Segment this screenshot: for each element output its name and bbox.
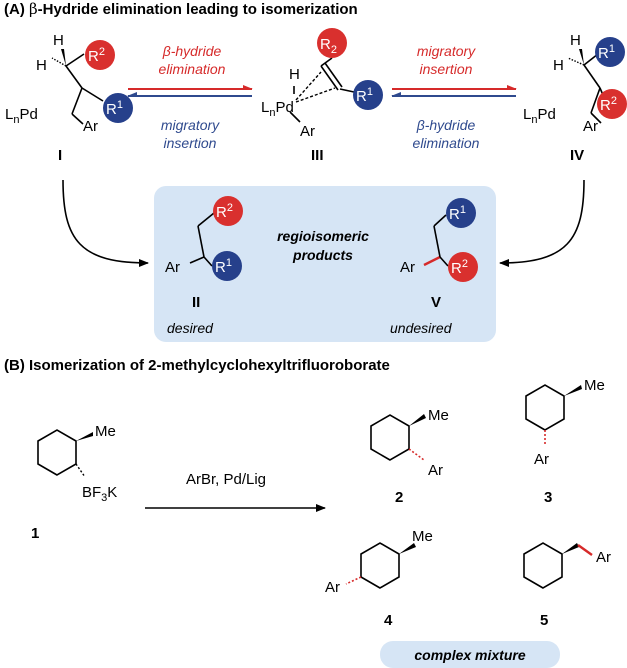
iii-lnpd-label: LnPd [261, 99, 294, 119]
compound-1-structure: Me BF3K [37, 423, 117, 504]
reagents-label: ArBr, Pd/Lig [186, 471, 266, 488]
iv-r1-label: R1 [598, 43, 615, 62]
iv-h-left-label: H [553, 57, 564, 74]
arrow2-bottom-line2: elimination [413, 135, 480, 151]
compound-IV-structure: H H R1 R2 LnPd Ar [523, 32, 627, 135]
iii-r2-label: R2 [320, 36, 337, 56]
iv-lnpd-label: LnPd [523, 106, 556, 126]
v-r1-circle [446, 198, 476, 228]
iii-r2-circle [317, 28, 347, 58]
v-ar-label: Ar [400, 259, 415, 276]
undesired-label: undesired [390, 320, 453, 336]
iii-r1-label: R1 [356, 86, 373, 105]
desired-label: desired [167, 320, 214, 336]
complex-mixture-label: complex mixture [414, 647, 525, 663]
iv-ar-label: Ar [583, 118, 598, 135]
compound-2-label: 2 [395, 489, 403, 506]
arrow2-bottom-line1: β-hydride [416, 117, 476, 133]
v-r1-label: R1 [449, 204, 466, 223]
box-label-line2: products [292, 247, 353, 263]
r2-circle [85, 40, 115, 70]
compound-4-me: Me [412, 528, 433, 545]
ii-r2-circle [213, 196, 243, 226]
r1-circle [103, 93, 133, 123]
compound-3-structure: Me Ar [525, 377, 605, 468]
compound-III-label: III [311, 147, 324, 164]
h-top-label: H [53, 32, 64, 49]
section-b-title: (B) Isomerization of 2-methylcyclohexylt… [4, 357, 390, 374]
iii-ar-label: Ar [300, 123, 315, 140]
compound-1-bf3k: BF3K [82, 484, 117, 504]
arrow1-top-line2: elimination [159, 61, 226, 77]
iii-h-label: H [289, 66, 300, 83]
compound-I-label: I [58, 147, 62, 164]
compound-2-structure: Me Ar [370, 407, 449, 479]
curved-arrow-right [499, 179, 585, 267]
compound-I-structure: H H R2 R1 LnPd Ar [5, 32, 133, 135]
compound-3-ar: Ar [534, 451, 549, 468]
ii-r1-circle [212, 251, 242, 281]
compound-II-label: II [192, 294, 200, 311]
iv-r2-circle [597, 89, 627, 119]
compound-5-ar: Ar [596, 549, 611, 566]
ii-r1-label: R1 [215, 257, 232, 276]
box-label-line1: regioisomeric [277, 228, 369, 244]
iv-h-top-label: H [570, 32, 581, 49]
r1-label: R1 [106, 99, 123, 118]
lnpd-label: LnPd [5, 106, 38, 126]
arrow1-bottom-line1: migratory [161, 117, 220, 133]
v-r2-label: R2 [451, 258, 468, 277]
arrow2-top-line1: migratory [417, 43, 476, 59]
complex-mixture-pill [380, 641, 560, 668]
iv-r1-circle [595, 37, 625, 67]
compound-5-structure: Ar [523, 542, 611, 589]
curved-arrow-left [62, 179, 149, 267]
v-r2-circle [448, 252, 478, 282]
compound-II-structure: R2 R1 Ar [165, 196, 243, 281]
compound-V-structure: R1 R2 Ar [400, 198, 478, 282]
arrow1-top-line1: β-hydride [162, 43, 222, 59]
iv-r2-label: R2 [600, 95, 617, 114]
compound-4-label: 4 [384, 612, 393, 629]
ii-ar-label: Ar [165, 259, 180, 276]
ar-label: Ar [83, 118, 98, 135]
compound-V-label: V [431, 294, 441, 311]
arrow2-top-line2: insertion [420, 61, 473, 77]
compound-2-ar: Ar [428, 462, 443, 479]
compound-3-me: Me [584, 377, 605, 394]
arrow1-bottom-line2: insertion [164, 135, 217, 151]
r2-label: R2 [88, 46, 105, 65]
compound-4-ar: Ar [325, 579, 340, 596]
compound-IV-label: IV [570, 147, 584, 164]
iii-r1-circle [353, 80, 383, 110]
section-a-title: (A) β-Hydride elimination leading to iso… [4, 0, 358, 18]
compound-1-me: Me [95, 423, 116, 440]
compound-III-structure: H R2 R1 LnPd Ar [261, 28, 383, 140]
compound-1-label: 1 [31, 525, 39, 542]
ii-r2-label: R2 [216, 202, 233, 221]
h-left-label: H [36, 57, 47, 74]
compound-5-label: 5 [540, 612, 548, 629]
compound-3-label: 3 [544, 489, 552, 506]
regioisomeric-products-box [154, 186, 496, 342]
compound-2-me: Me [428, 407, 449, 424]
compound-4-structure: Me Ar [325, 528, 433, 596]
